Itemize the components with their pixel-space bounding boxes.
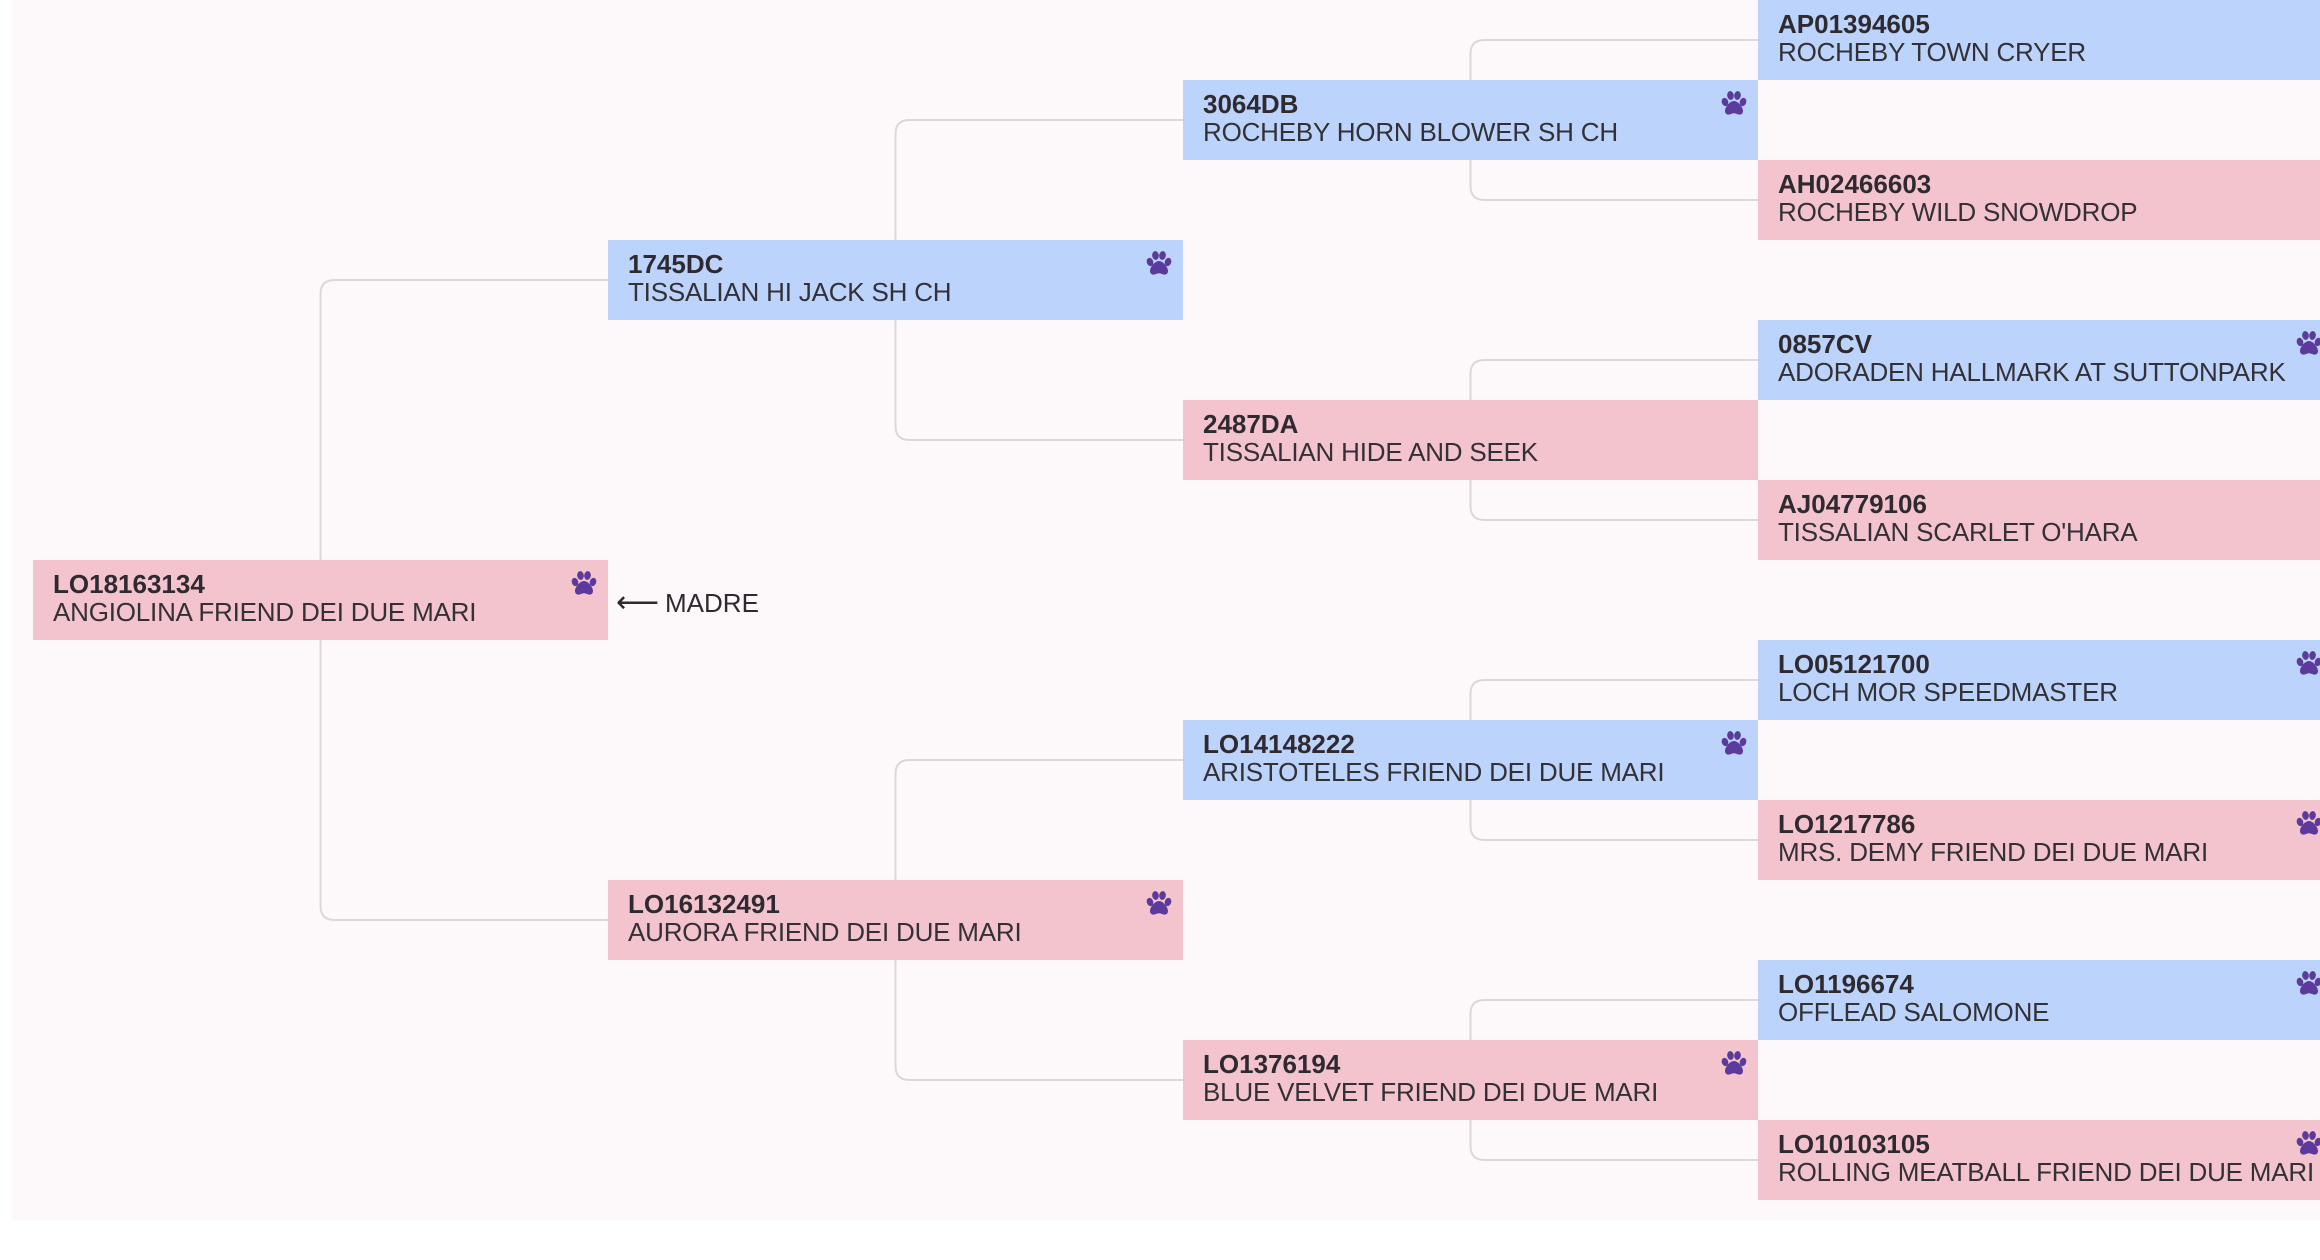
registration-number: LO18163134 <box>53 569 205 599</box>
dog-name: ROCHEBY HORN BLOWER SH CH <box>1203 117 1618 147</box>
dog-name: ROLLING MEATBALL FRIEND DEI DUE MARI <box>1778 1157 2315 1187</box>
dog-name: BLUE VELVET FRIEND DEI DUE MARI <box>1203 1077 1659 1107</box>
registration-number: LO16132491 <box>628 889 780 919</box>
dog-name: ANGIOLINA FRIEND DEI DUE MARI <box>53 597 477 627</box>
dog-name: TISSALIAN HI JACK SH CH <box>628 277 952 307</box>
paw-print-icon[interactable] <box>2293 328 2320 360</box>
registration-number: 0857CV <box>1778 329 1872 359</box>
dog-name: TISSALIAN SCARLET O'HARA <box>1778 517 2138 547</box>
registration-number: LO1217786 <box>1778 809 1916 839</box>
registration-number: LO10103105 <box>1778 1129 1930 1159</box>
registration-number: 3064DB <box>1203 89 1299 119</box>
paw-print-icon[interactable] <box>1718 728 1750 760</box>
paw-print-icon[interactable] <box>2293 648 2320 680</box>
paw-print-icon[interactable] <box>1143 248 1175 280</box>
registration-number: 1745DC <box>628 249 724 279</box>
paw-print-icon[interactable] <box>568 568 600 600</box>
dog-name: ADORADEN HALLMARK AT SUTTONPARK <box>1778 357 2286 387</box>
registration-number: AJ04779106 <box>1778 489 1927 519</box>
registration-number: LO1196674 <box>1778 969 1914 999</box>
subject-role-label: ⟵ MADRE <box>616 586 759 620</box>
dog-name: ROCHEBY WILD SNOWDROP <box>1778 197 2138 227</box>
dog-name: TISSALIAN HIDE AND SEEK <box>1203 437 1538 467</box>
subject-role-text: MADRE <box>665 587 759 618</box>
dog-name: LOCH MOR SPEEDMASTER <box>1778 677 2118 707</box>
paw-print-icon[interactable] <box>1718 1048 1750 1080</box>
dog-name: ROCHEBY TOWN CRYER <box>1778 37 2086 67</box>
paw-print-icon[interactable] <box>1143 888 1175 920</box>
dog-name: MRS. DEMY FRIEND DEI DUE MARI <box>1778 837 2208 867</box>
paw-print-icon[interactable] <box>2293 808 2320 840</box>
paw-print-icon[interactable] <box>1718 88 1750 120</box>
registration-number: LO1376194 <box>1203 1049 1341 1079</box>
paw-print-icon[interactable] <box>2293 1128 2320 1160</box>
dog-name: OFFLEAD SALOMONE <box>1778 997 2050 1027</box>
dog-name: ARISTOTELES FRIEND DEI DUE MARI <box>1203 757 1665 787</box>
paw-print-icon[interactable] <box>2293 968 2320 1000</box>
registration-number: 2487DA <box>1203 409 1299 439</box>
dog-name: AURORA FRIEND DEI DUE MARI <box>628 917 1022 947</box>
registration-number: LO14148222 <box>1203 729 1355 759</box>
registration-number: LO05121700 <box>1778 649 1930 679</box>
registration-number: AH02466603 <box>1778 169 1932 199</box>
arrow-left-icon: ⟵ <box>616 586 660 619</box>
registration-number: AP01394605 <box>1778 9 1930 39</box>
